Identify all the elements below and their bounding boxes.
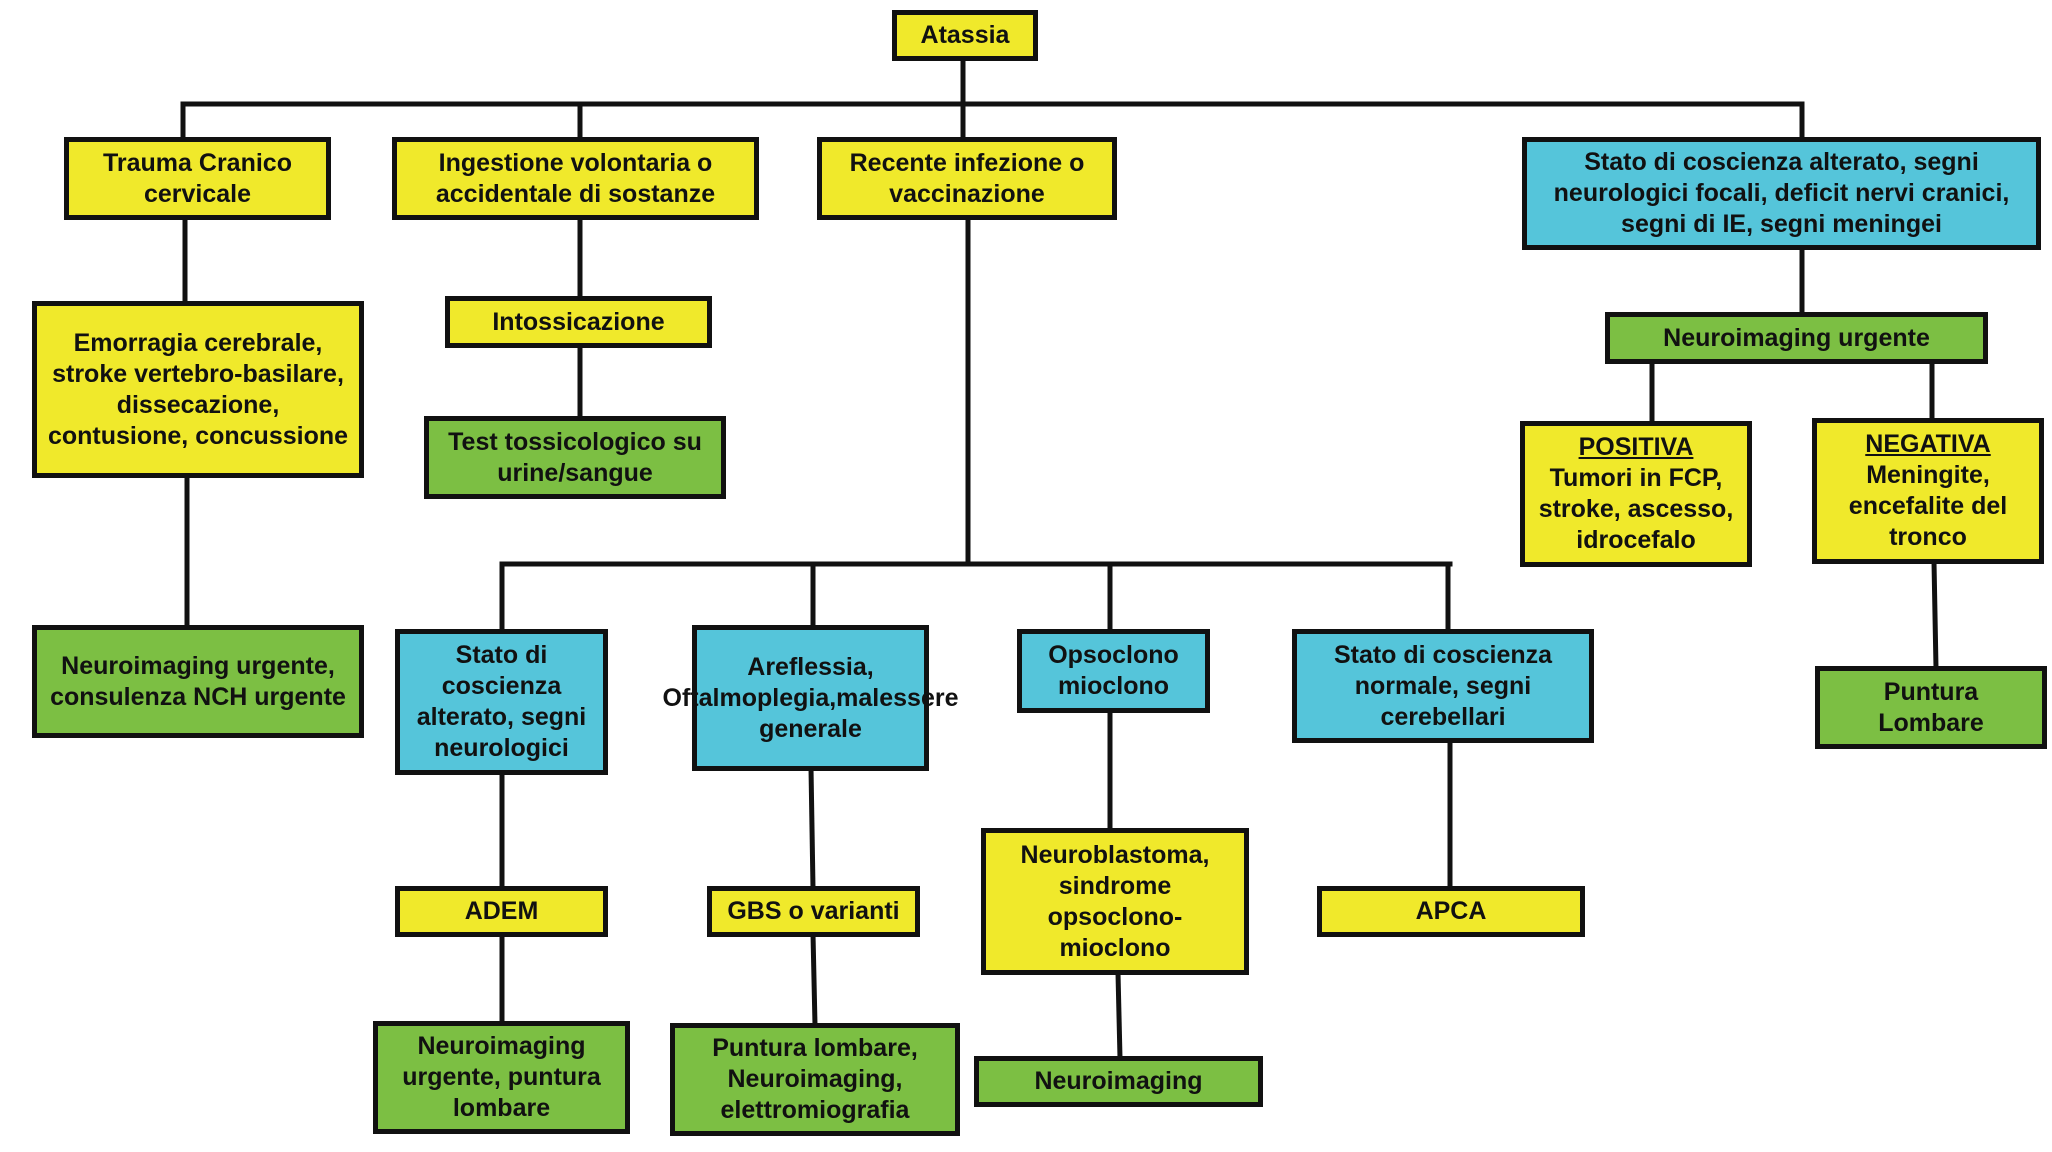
node-opsoclono-label: Opsoclono mioclono	[1048, 641, 1179, 700]
node-neuroimaging-urgente-label: Neuroimaging urgente	[1663, 323, 1930, 352]
node-emorragia: Emorragia cerebrale, stroke vertebro-bas…	[32, 301, 364, 478]
connector	[1115, 970, 1123, 1061]
node-test-tossicologico: Test tossicologico su urine/sangue	[424, 416, 726, 499]
connector	[808, 765, 816, 891]
node-ingestione-label: Ingestione volontaria o accidentale di s…	[435, 148, 716, 208]
node-areflessia: Areflessia, Oftalmoplegia,malessere gene…	[663, 625, 959, 771]
node-positiva-label: Tumori in FCP, stroke, ascesso, idrocefa…	[1538, 464, 1734, 554]
node-apca-label: APCA	[1415, 897, 1487, 925]
node-trauma-cranico-label: Trauma Cranico cervicale	[103, 148, 292, 208]
node-apca: APCA	[1317, 886, 1585, 937]
node-puntura-lombare-label: Puntura Lombare	[1878, 677, 1984, 737]
node-recente-infezione: Recente infezione o vaccinazione	[817, 137, 1117, 220]
node-puntura-emg: Puntura lombare, Neuroimaging, elettromi…	[670, 1023, 960, 1136]
node-puntura-emg-label: Puntura lombare, Neuroimaging, elettromi…	[712, 1034, 918, 1124]
node-opsoclono: Opsoclono mioclono	[1017, 629, 1210, 713]
node-neuroimaging: Neuroimaging	[974, 1056, 1263, 1107]
node-neuroblastoma: Neuroblastoma, sindrome opsoclono-mioclo…	[981, 828, 1249, 975]
node-neuroimaging-puntura: Neuroimaging urgente, puntura lombare	[373, 1021, 630, 1134]
node-coscienza-focali-label: Stato di coscienza alterato, segni neuro…	[1553, 148, 2010, 238]
node-puntura-lombare: Puntura Lombare	[1815, 666, 2047, 749]
node-negativa-label: Meningite, encefalite del tronco	[1848, 461, 2008, 551]
node-neuroimaging-label: Neuroimaging	[1034, 1067, 1203, 1095]
node-coscienza-focali: Stato di coscienza alterato, segni neuro…	[1522, 137, 2041, 250]
node-neuroimaging-nch: Neuroimaging urgente, consulenza NCH urg…	[32, 625, 364, 738]
node-intossicazione: Intossicazione	[445, 296, 712, 348]
node-atassia: Atassia	[892, 10, 1038, 61]
node-neuroimaging-nch-label: Neuroimaging urgente, consulenza NCH urg…	[50, 651, 346, 711]
node-coscienza-normale-label: Stato di coscienza normale, segni cerebe…	[1333, 640, 1553, 731]
node-neuroblastoma-label: Neuroblastoma, sindrome opsoclono-mioclo…	[1020, 840, 1210, 962]
node-emorragia-label: Emorragia cerebrale, stroke vertebro-bas…	[47, 328, 349, 450]
connector	[1931, 559, 1939, 671]
node-neuroimaging-urgente: Neuroimaging urgente	[1605, 312, 1988, 364]
node-coscienza-neurologici: Stato di coscienza alterato, segni neuro…	[395, 629, 608, 775]
node-neuroimaging-puntura-label: Neuroimaging urgente, puntura lombare	[402, 1032, 601, 1122]
node-ingestione: Ingestione volontaria o accidentale di s…	[392, 137, 759, 220]
node-trauma-cranico: Trauma Cranico cervicale	[64, 137, 331, 220]
node-coscienza-normale: Stato di coscienza normale, segni cerebe…	[1292, 629, 1594, 743]
node-adem: ADEM	[395, 886, 608, 937]
node-coscienza-neurologici-label: Stato di coscienza alterato, segni neuro…	[416, 641, 587, 762]
connector	[810, 931, 818, 1028]
node-gbs-label: GBS o varianti	[727, 897, 900, 925]
node-test-tossicologico-label: Test tossicologico su urine/sangue	[448, 427, 702, 487]
node-negativa-heading: NEGATIVA	[1865, 430, 1991, 458]
node-atassia-label: Atassia	[920, 21, 1010, 49]
node-areflessia-label: Areflessia, Oftalmoplegia,malessere gene…	[662, 652, 959, 743]
node-negativa: NEGATIVA Meningite, encefalite del tronc…	[1812, 418, 2044, 564]
node-positiva: POSITIVA Tumori in FCP, stroke, ascesso,…	[1520, 421, 1752, 567]
node-recente-infezione-label: Recente infezione o vaccinazione	[849, 148, 1085, 208]
node-gbs: GBS o varianti	[707, 886, 920, 937]
node-intossicazione-label: Intossicazione	[492, 307, 665, 336]
node-positiva-heading: POSITIVA	[1578, 433, 1694, 461]
node-adem-label: ADEM	[464, 897, 539, 925]
